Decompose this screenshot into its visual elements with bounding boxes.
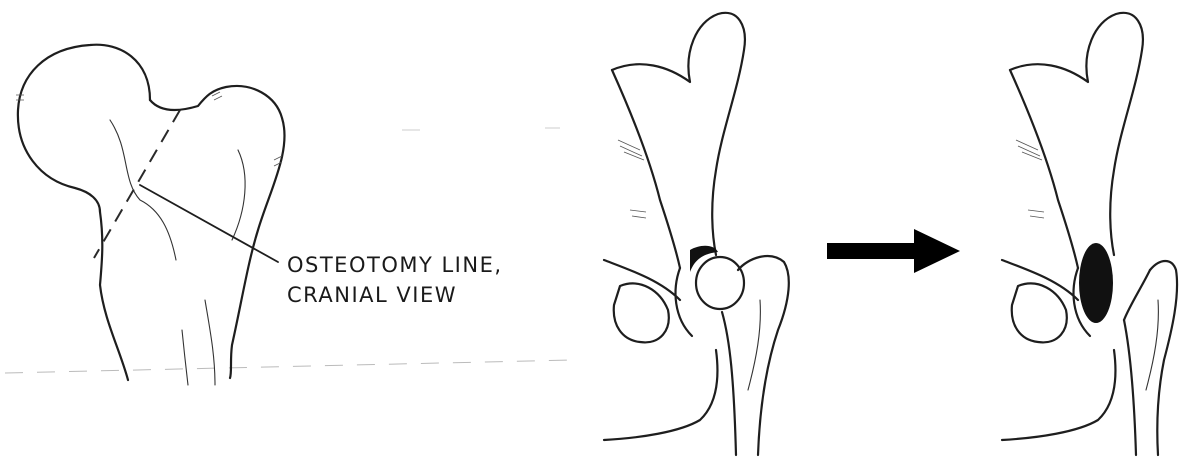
femur-inner-contour-4 [205, 300, 215, 385]
callout-line-1: OSTEOTOMY LINE, [287, 250, 503, 280]
femur-inner-contour [110, 120, 176, 260]
hip-joint-excised [1002, 13, 1177, 455]
obturator-foramen-intact [614, 283, 669, 342]
femur-texture-intact [748, 300, 760, 390]
femur-texture-excised [1146, 300, 1158, 390]
femoral-head-outline [18, 45, 150, 212]
acetabulum-rim-intact [676, 268, 692, 336]
ilium-inner-contour-excised [1010, 70, 1078, 268]
femur-inner-contour-3 [182, 330, 188, 385]
transition-arrow [827, 229, 960, 273]
callout-leader-line [140, 185, 278, 262]
hip-joint-intact [604, 13, 789, 455]
femur-medial-excised [1124, 320, 1136, 455]
femoral-head-in-socket [696, 257, 744, 309]
empty-acetabulum [1079, 243, 1113, 323]
femur-cranial-view [16, 45, 285, 385]
callout-line-2: CRANIAL VIEW [287, 280, 503, 310]
ilium-outline-excised [1010, 13, 1143, 255]
femur-inner-contour-2 [232, 150, 245, 240]
femur-shaft-medial [100, 212, 128, 380]
femur-outline-excised [1150, 261, 1177, 455]
ilium-outline-intact [612, 13, 745, 255]
osteotomy-line [94, 110, 180, 258]
ilium-hatch-excised [1016, 140, 1044, 218]
greater-trochanter-outline [150, 86, 285, 378]
head-hatch [16, 92, 282, 166]
ilium-hatch-intact [618, 140, 646, 218]
osteotomy-cut-surface [1124, 270, 1150, 320]
femur-outline-intact [738, 256, 789, 455]
obturator-foramen-excised [1012, 283, 1067, 342]
ilium-inner-contour-intact [612, 70, 680, 268]
osteotomy-callout-label: OSTEOTOMY LINE, CRANIAL VIEW [287, 250, 503, 310]
femur-medial-intact [722, 312, 736, 455]
